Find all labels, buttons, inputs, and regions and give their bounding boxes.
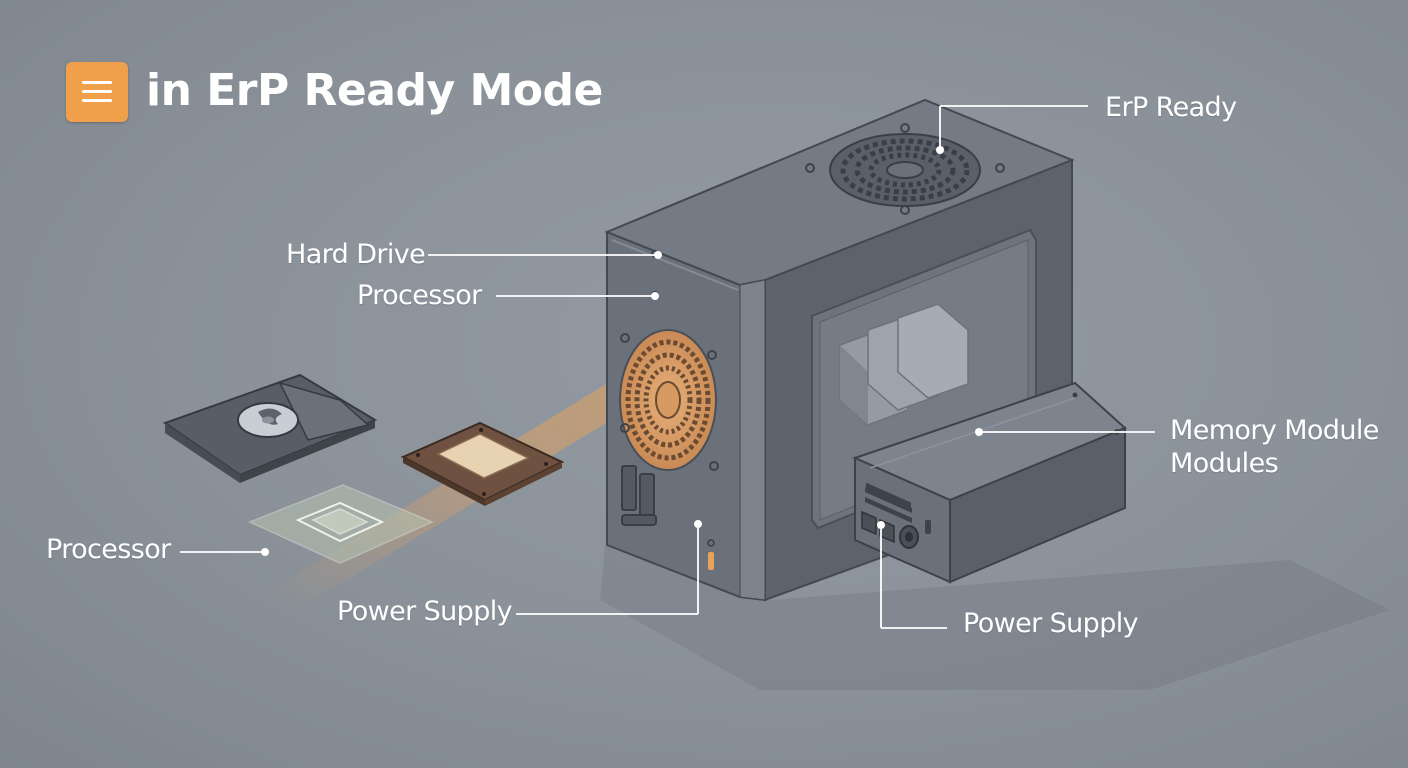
menu-bar	[82, 81, 112, 84]
processor-chip-translucent	[248, 484, 434, 564]
label-hard-drive: Hard Drive	[286, 239, 426, 270]
hard-drive-component	[162, 373, 378, 483]
label-memory-modules: Modules	[1170, 448, 1279, 479]
page-title: in ErP Ready Mode	[146, 65, 603, 116]
menu-bar	[82, 90, 112, 93]
top-fan-grille-icon	[829, 133, 981, 207]
label-processor-top: Processor	[357, 280, 482, 311]
label-power-supply-right: Power Supply	[963, 608, 1139, 639]
floor-shadow	[600, 545, 1390, 690]
label-processor-left: Processor	[46, 534, 171, 565]
label-memory-module: Memory Module	[1170, 415, 1379, 446]
processor-chip-copper	[400, 421, 565, 506]
memory-module-icons	[839, 303, 969, 426]
menu-bar	[82, 99, 112, 102]
hamburger-menu-icon[interactable]	[66, 62, 128, 122]
front-fan-grille-icon	[619, 329, 719, 471]
callout-leader-lines	[180, 105, 1155, 629]
power-supply-unit	[852, 381, 1127, 584]
label-power-supply-front: Power Supply	[337, 596, 513, 627]
front-port-icons	[621, 465, 715, 570]
label-erp-ready: ErP Ready	[1105, 92, 1237, 123]
